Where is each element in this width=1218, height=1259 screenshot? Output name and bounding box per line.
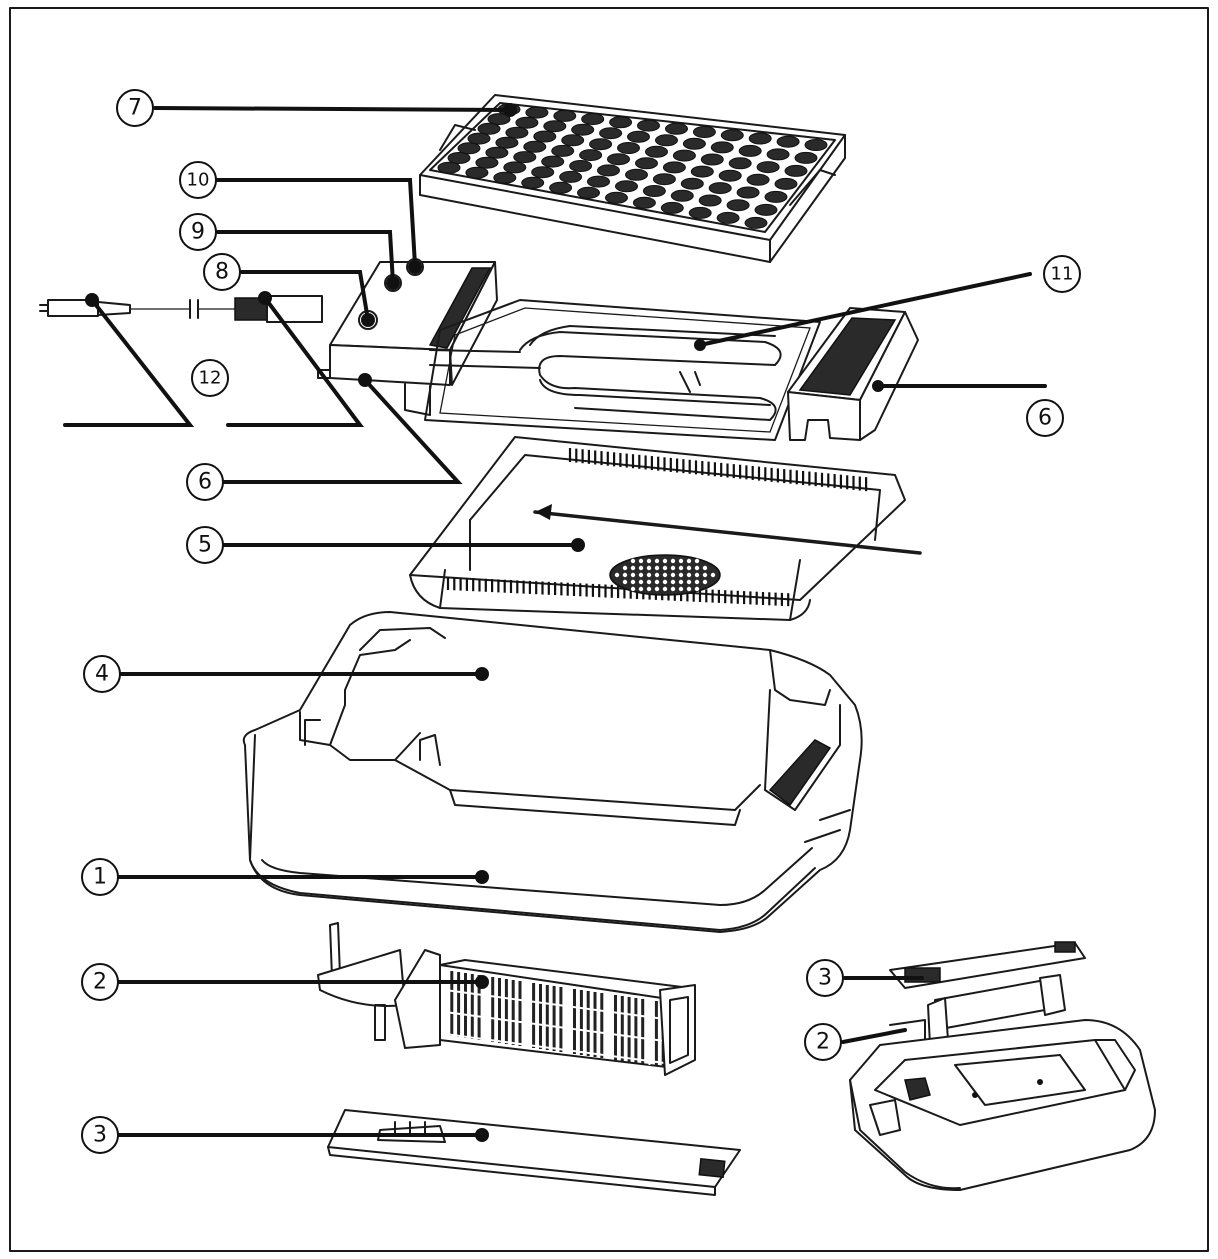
- callout-3-main-label: 3: [93, 1123, 107, 1148]
- callout-11: 11: [1043, 255, 1081, 293]
- diagram-frame: [9, 7, 1209, 1252]
- callout-8: 8: [203, 253, 241, 291]
- callout-3-inset: 3: [806, 959, 844, 997]
- callout-2-inset: 2: [804, 1023, 842, 1061]
- fan-unit: [317, 922, 696, 1076]
- end-cap-right: [787, 307, 919, 441]
- callout-10: 10: [179, 161, 217, 199]
- callout-2-main: 2: [81, 963, 119, 1001]
- bottom-cover: [327, 1109, 741, 1196]
- callout-2-main-label: 2: [93, 970, 107, 995]
- callout-4-label: 4: [95, 662, 109, 687]
- drip-tray: [409, 436, 922, 621]
- callout-5: 5: [186, 526, 224, 564]
- callout-7: 7: [116, 89, 154, 127]
- callout-9: 9: [179, 213, 217, 251]
- callout-6-left: 6: [186, 463, 224, 501]
- callout-6-right: 6: [1026, 399, 1064, 437]
- callout-7-label: 7: [128, 96, 142, 121]
- grill-ridges: [437, 103, 828, 229]
- callout-4: 4: [83, 655, 121, 693]
- callout-1: 1: [81, 858, 119, 896]
- callout-6-left-label: 6: [198, 470, 212, 495]
- callout-6-right-label: 6: [1038, 406, 1052, 431]
- grill-plate: [419, 94, 846, 263]
- callout-12: 12: [191, 359, 229, 397]
- callout-3-inset-label: 3: [818, 966, 832, 991]
- callout-2-inset-label: 2: [816, 1030, 830, 1055]
- callout-9-label: 9: [191, 220, 205, 245]
- control-box: [317, 258, 498, 416]
- callout-3-main: 3: [81, 1116, 119, 1154]
- base-housing: [242, 611, 863, 933]
- callout-1-label: 1: [93, 865, 107, 890]
- callout-12-label: 12: [199, 368, 222, 389]
- power-cord: [39, 295, 323, 323]
- callout-8-label: 8: [215, 260, 229, 285]
- callout-10-label: 10: [187, 170, 210, 191]
- callout-11-label: 11: [1051, 264, 1074, 285]
- inset-assembly: [849, 941, 1156, 1191]
- callout-5-label: 5: [198, 533, 212, 558]
- leader-lines: [63, 103, 1047, 1142]
